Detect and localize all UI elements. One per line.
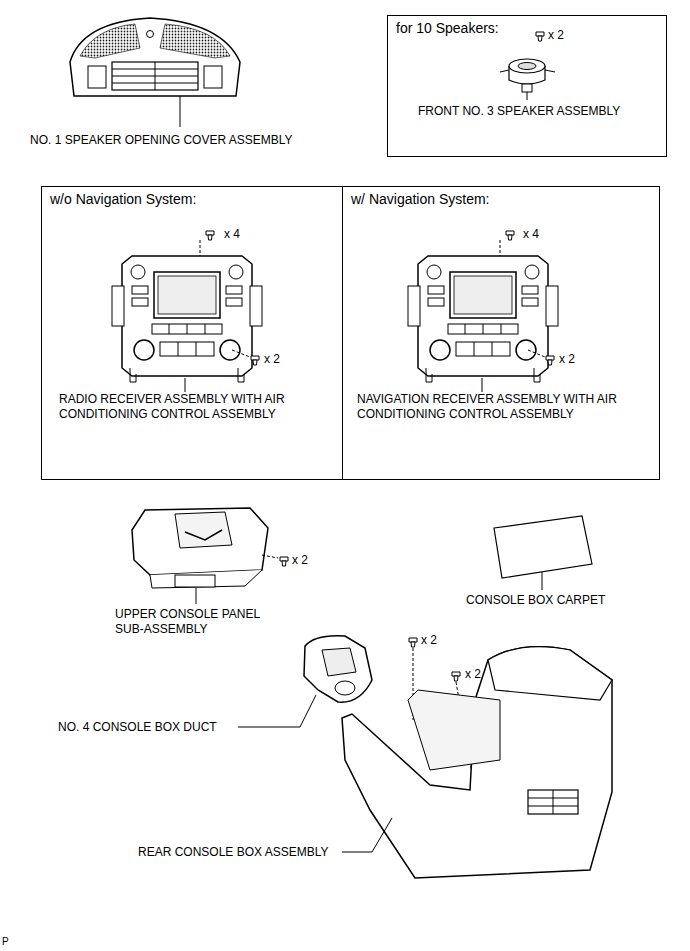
quantity-label: x 2 <box>548 28 564 43</box>
box-heading: w/ Navigation System: <box>351 192 490 207</box>
part-name: REAR CONSOLE BOX ASSEMBLY <box>138 845 329 860</box>
quantity-label: x 2 <box>421 633 437 648</box>
quantity-label: x 2 <box>559 352 575 367</box>
part-name: CONSOLE BOX CARPET <box>466 593 605 608</box>
figure-code: P <box>2 934 9 949</box>
box-heading: w/o Navigation System: <box>50 192 196 207</box>
part-name: NAVIGATION RECEIVER ASSEMBLY WITH AIR CO… <box>357 392 632 422</box>
part-name: RADIO RECEIVER ASSEMBLY WITH AIR CONDITI… <box>59 392 334 422</box>
quantity-label: x 2 <box>292 553 308 568</box>
box-heading: for 10 Speakers: <box>396 21 499 36</box>
part-name: UPPER CONSOLE PANEL SUB-ASSEMBLY <box>115 607 285 637</box>
quantity-label: x 2 <box>465 667 481 682</box>
variant-box: w/ Navigation System: x 4 x 2 NAVIGATION RE… <box>342 186 660 480</box>
variant-box: w/o Navigation System: x 4 x 2 RADIO RECEIV… <box>41 186 343 480</box>
quantity-label: x 4 <box>224 227 240 242</box>
part-name: NO. 1 SPEAKER OPENING COVER ASSEMBLY <box>30 133 293 148</box>
part-name: NO. 4 CONSOLE BOX DUCT <box>58 720 217 735</box>
option-box: for 10 Speakers: x 2 FRONT NO. 3 SPEAKER A… <box>387 15 667 157</box>
quantity-label: x 4 <box>523 227 539 242</box>
part-name: FRONT NO. 3 SPEAKER ASSEMBLY <box>418 104 620 119</box>
quantity-label: x 2 <box>264 352 280 367</box>
